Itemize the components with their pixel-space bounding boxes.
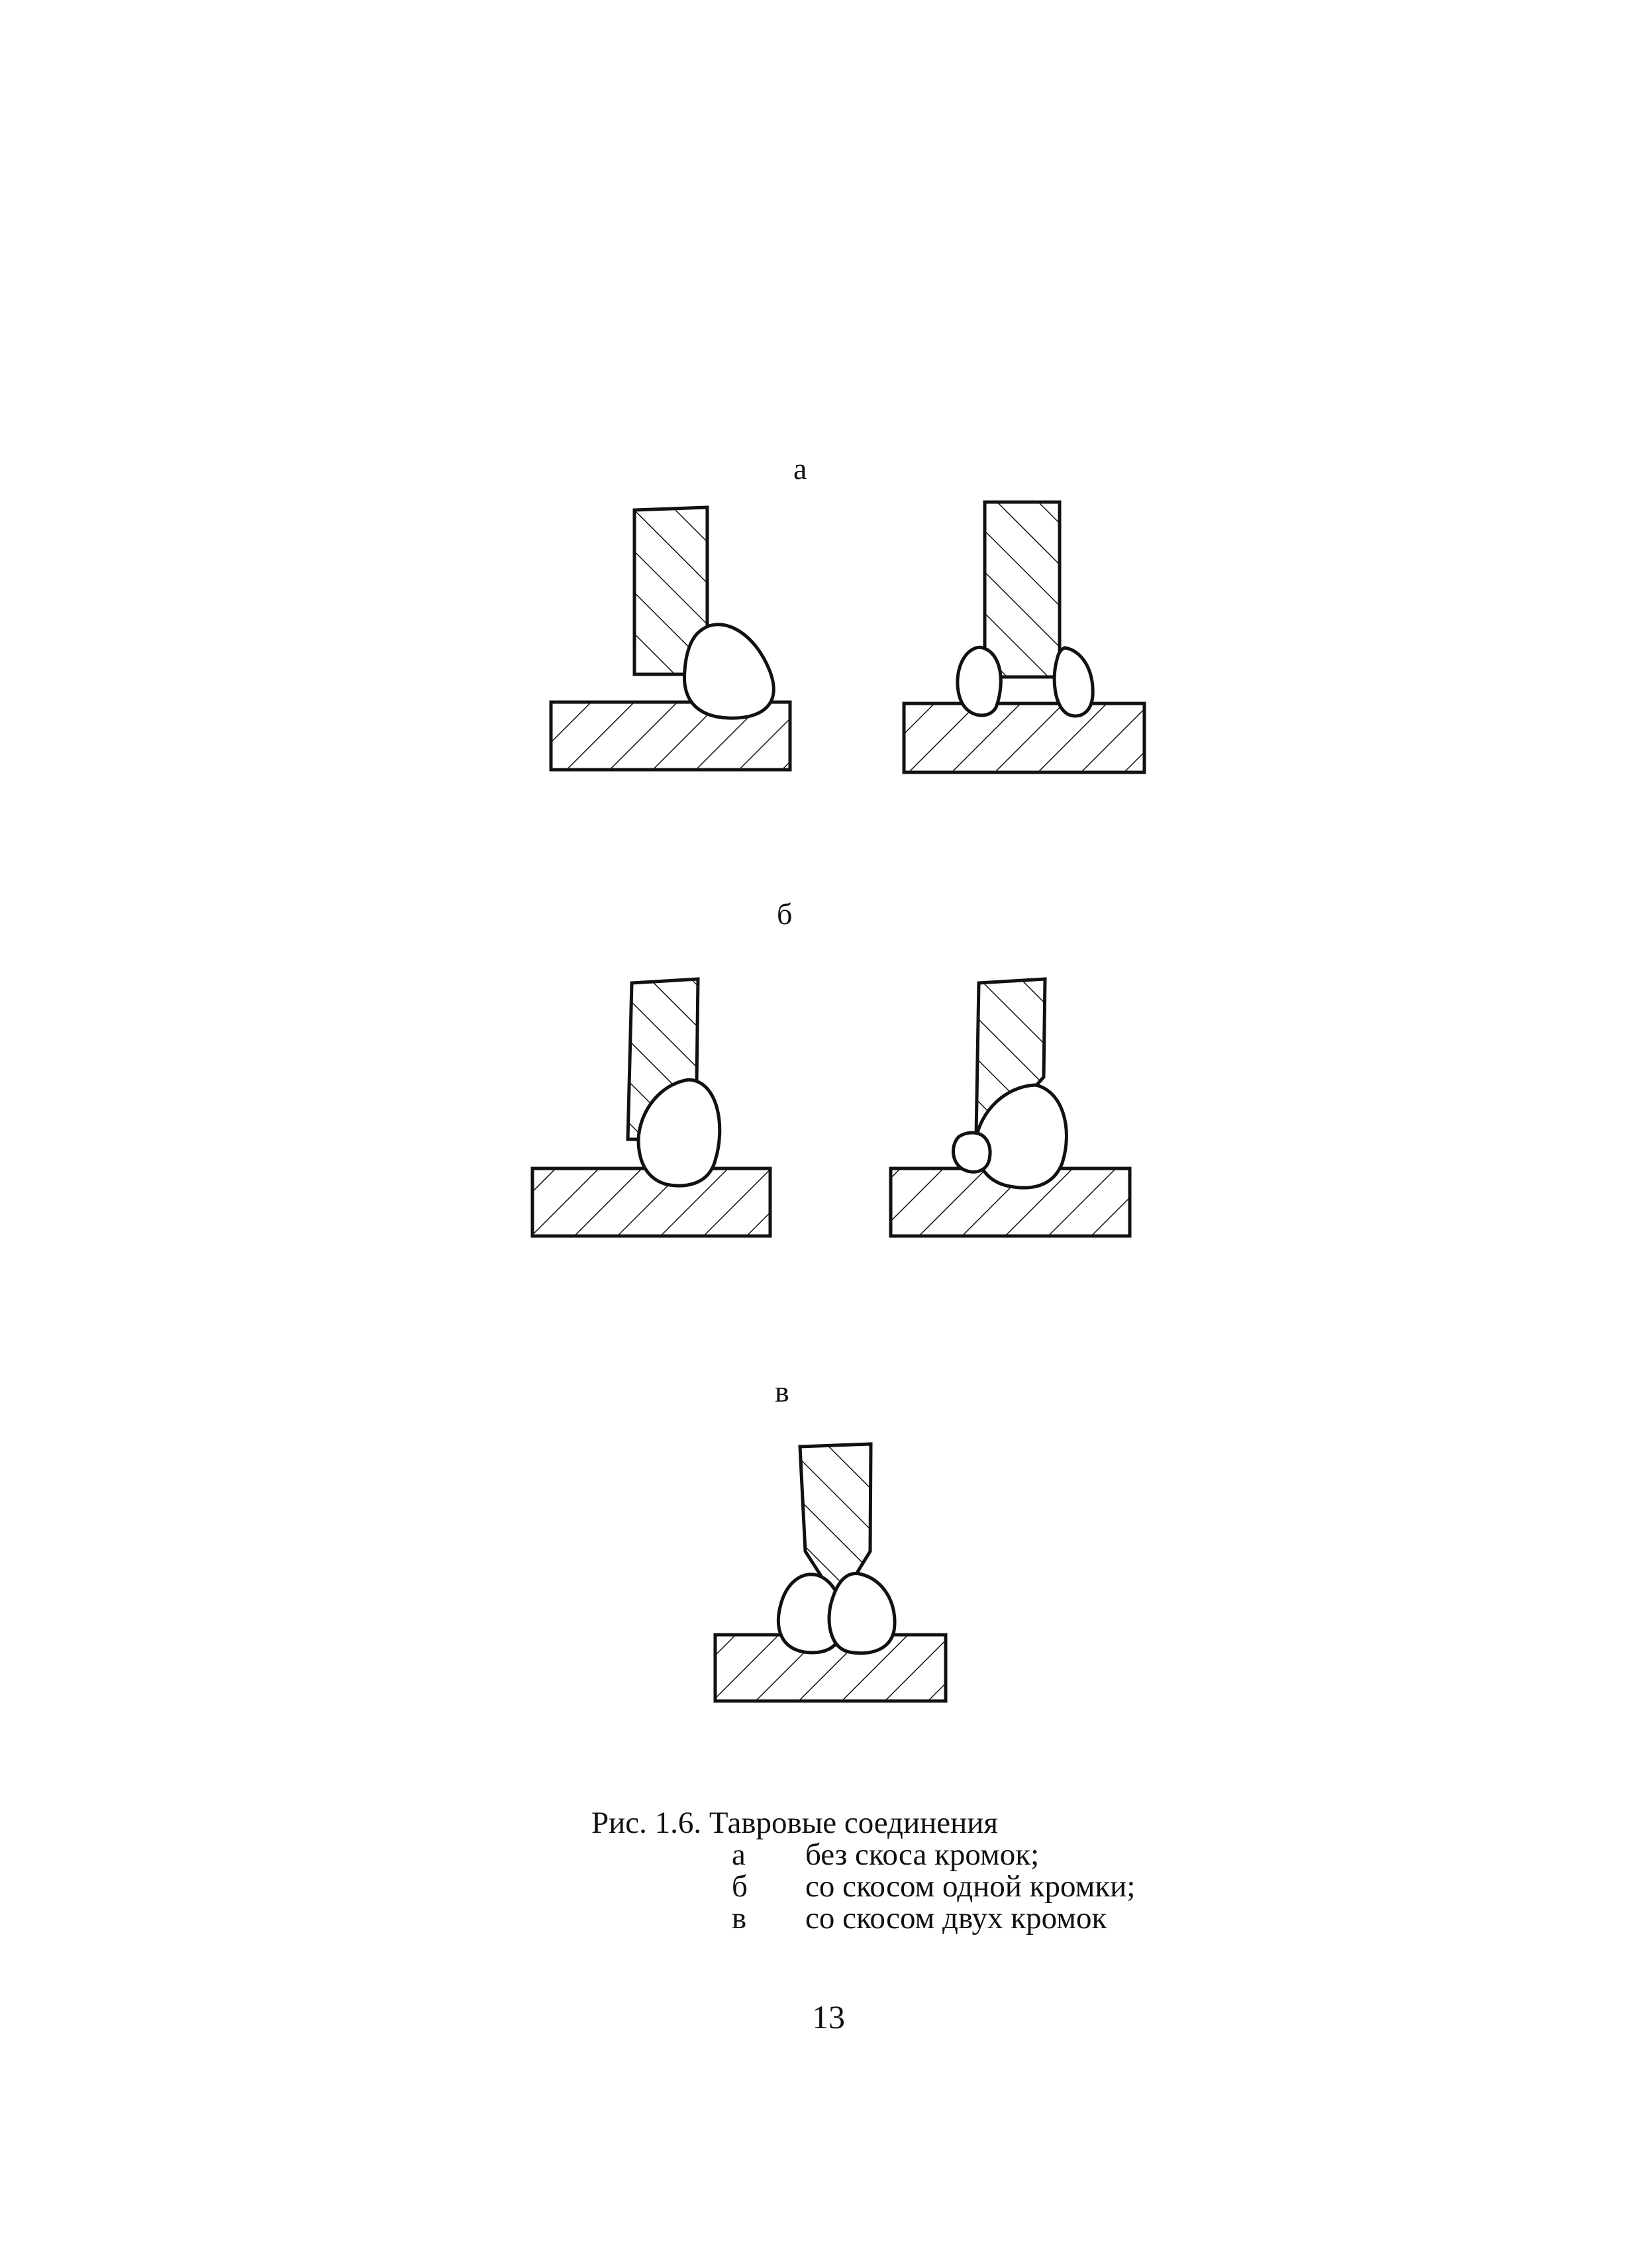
weld-bead-left — [956, 645, 1003, 717]
base-plate — [530, 1166, 772, 1238]
caption-item-letter: б — [732, 1869, 748, 1904]
caption-item-text: со скосом одной кромки; — [805, 1869, 1136, 1904]
caption-item: а без скоса кромок; — [591, 1837, 1039, 1872]
panel-label-v: в — [775, 1374, 789, 1408]
page-number: 13 — [812, 1998, 845, 2036]
caption-title: Рис. 1.6. Тавровые соединения — [591, 1806, 999, 1840]
caption-item-text: без скоса кромок; — [805, 1837, 1040, 1872]
caption-item-text: со скосом двух кромок — [805, 1901, 1107, 1935]
weld-bead — [636, 1078, 722, 1188]
caption-item: в со скосом двух кромок — [591, 1901, 1107, 1935]
weld-bead — [682, 623, 775, 720]
joint-a-single-weld — [549, 505, 792, 772]
joint-a-double-weld — [902, 500, 1146, 774]
weld-bead — [974, 1083, 1068, 1190]
figure-caption: Рис. 1.6. Тавровые соединения а без скос… — [591, 1806, 1135, 1935]
joint-b-single-bevel — [530, 977, 772, 1238]
vertical-plate — [983, 500, 1062, 679]
weld-bead-right — [1052, 646, 1095, 718]
weld-bead-right — [827, 1572, 897, 1655]
root-pass — [952, 1131, 992, 1174]
caption-item-letter: а — [732, 1837, 746, 1872]
panel-label-b: б — [777, 897, 793, 931]
base-plate — [902, 701, 1146, 774]
panel-label-a: а — [793, 452, 807, 486]
caption-item: б со скосом одной кромки; — [591, 1869, 1135, 1904]
caption-item-letter: в — [732, 1901, 747, 1935]
joint-b-bevel-with-root — [889, 977, 1132, 1238]
joint-v-double-bevel — [713, 1442, 948, 1703]
